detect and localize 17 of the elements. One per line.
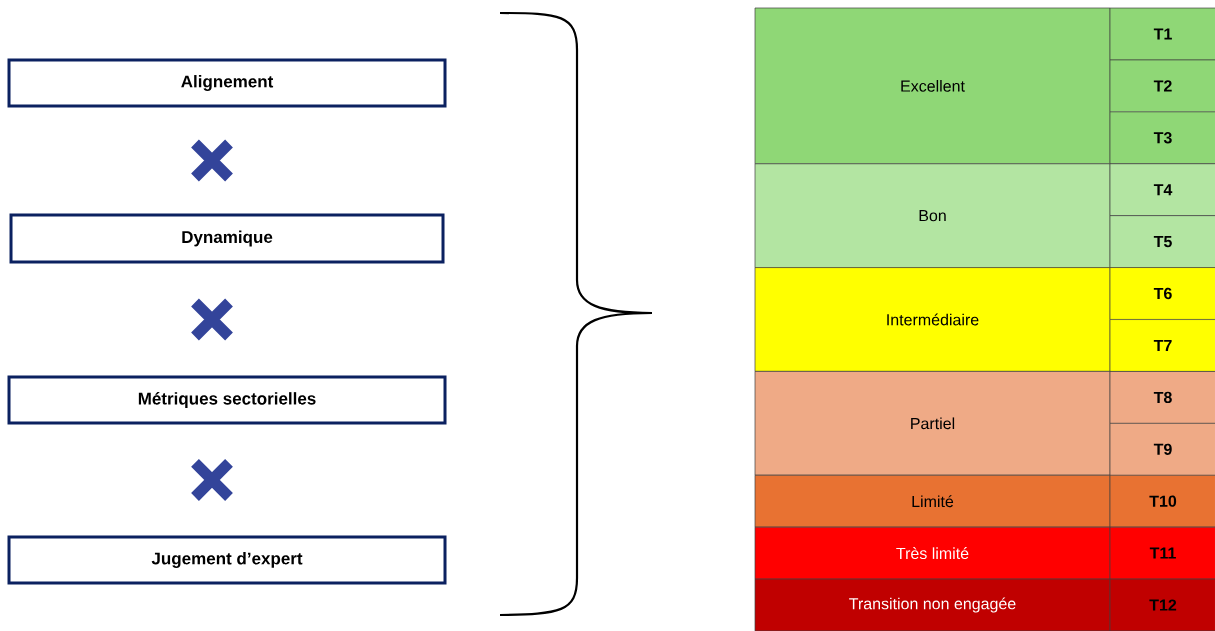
- table-cell: T12: [1109, 578, 1215, 631]
- table-cell: T1: [1109, 7, 1215, 61]
- label-box: Jugement d’expert: [7, 535, 447, 585]
- table-cell: T2: [1109, 59, 1215, 113]
- table-cell: Excellent: [754, 7, 1111, 165]
- label-box: Alignement: [7, 58, 447, 108]
- table-cell: T4: [1109, 163, 1215, 216]
- table-cell: T7: [1109, 319, 1215, 372]
- label-box: Métriques sectorielles: [7, 375, 447, 425]
- table-cell: T9: [1109, 422, 1215, 476]
- table-cell: T6: [1109, 267, 1215, 320]
- table-cell: T3: [1109, 111, 1215, 165]
- label-box: Dynamique: [9, 213, 445, 264]
- table-cell: T10: [1109, 474, 1215, 528]
- table-cell: T8: [1109, 371, 1215, 424]
- table-cell: T11: [1109, 526, 1215, 580]
- table-cell: T5: [1109, 215, 1215, 268]
